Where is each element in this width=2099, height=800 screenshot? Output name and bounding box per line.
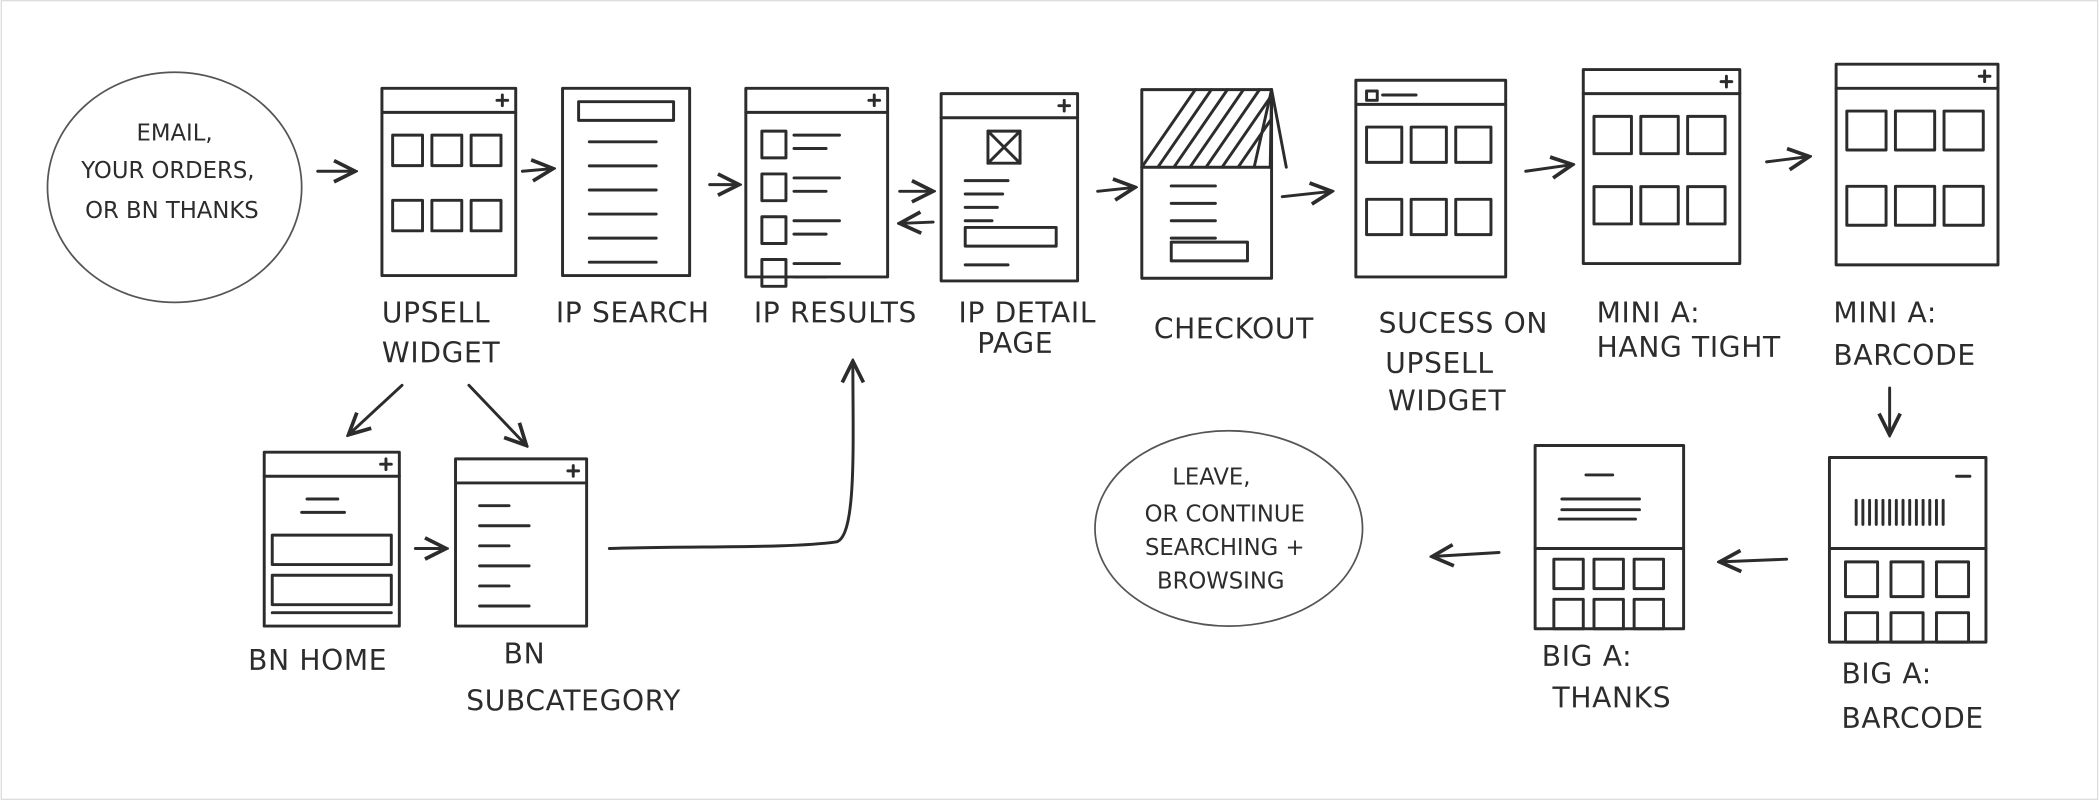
screen-ip-detail-page <box>939 92 1080 283</box>
screen-bn-home <box>262 450 401 628</box>
screen-label: SUCESS ON <box>1379 307 1548 340</box>
screen-mini-a-barcode <box>1834 62 2000 267</box>
exit-point-bubble: LEAVE, OR CONTINUE SEARCHING + BROWSING <box>1094 429 1364 627</box>
arrow <box>607 361 853 550</box>
screen-mini-a-hang-tight <box>1581 68 1742 266</box>
arrow <box>1720 559 1789 562</box>
screen-label: THANKS <box>1552 682 1672 715</box>
arrow <box>1096 187 1135 191</box>
screen-success-upsell <box>1354 78 1508 279</box>
entry-line: OR BN THANKS <box>85 198 259 224</box>
plus-icon <box>1719 74 1734 89</box>
arrow <box>1524 165 1573 172</box>
screen-big-a-thanks <box>1533 444 1686 631</box>
plus-icon <box>566 464 581 478</box>
screen-label: BARCODE <box>1841 702 1983 735</box>
screen-label: UPSELL <box>382 296 490 329</box>
screen-label: IP DETAIL <box>959 296 1097 329</box>
screen-label: BN <box>504 638 546 671</box>
screen-label: BIG A: <box>1542 640 1632 673</box>
exit-line: LEAVE, <box>1172 464 1250 490</box>
arrow <box>1280 191 1331 196</box>
screen-label: HANG TIGHT <box>1597 331 1781 364</box>
screen-label: SUBCATEGORY <box>466 684 681 717</box>
arrow <box>900 222 935 223</box>
plus-icon <box>867 93 882 108</box>
screen-label: IP RESULTS <box>754 296 917 329</box>
screen-label: BIG A: <box>1841 658 1931 691</box>
arrow <box>520 169 553 172</box>
plus-icon <box>1057 98 1072 113</box>
exit-line: OR CONTINUE <box>1145 502 1305 528</box>
screen-label: MINI A: <box>1597 296 1701 329</box>
arrow <box>1765 157 1810 162</box>
screen-ip-search <box>561 86 692 278</box>
screen-label: MINI A: <box>1833 296 1937 329</box>
screen-ip-results <box>744 86 890 288</box>
screen-bn-subcategory <box>454 457 589 628</box>
screen-label: BN HOME <box>248 644 387 677</box>
arrow <box>1432 553 1501 557</box>
exit-line: SEARCHING + <box>1145 535 1305 561</box>
screen-label: BARCODE <box>1833 339 1975 372</box>
screen-upsell-widget <box>380 86 518 278</box>
entry-line: EMAIL, <box>137 120 213 146</box>
screen-checkout <box>1140 88 1288 280</box>
plus-icon <box>1977 69 1992 84</box>
screen-label: WIDGET <box>1388 385 1507 418</box>
entry-line: YOUR ORDERS, <box>80 158 254 184</box>
screen-label: CHECKOUT <box>1154 312 1314 345</box>
plus-icon <box>379 457 393 472</box>
flow-arrows <box>316 157 1890 562</box>
plus-icon <box>495 93 510 108</box>
arrow <box>348 383 404 434</box>
screen-label: UPSELL <box>1385 347 1493 380</box>
screen-label: PAGE <box>977 327 1053 360</box>
screen-big-a-barcode <box>1827 456 1988 644</box>
entry-point-bubble: EMAIL, YOUR ORDERS, OR BN THANKS <box>46 71 303 304</box>
screen-label: IP SEARCH <box>556 296 710 329</box>
screen-label: WIDGET <box>382 337 501 370</box>
exit-line: BROWSING <box>1157 569 1285 595</box>
arrow <box>467 383 527 445</box>
